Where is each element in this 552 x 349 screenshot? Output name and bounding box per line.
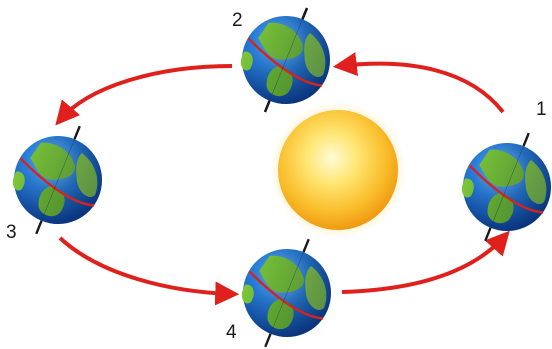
orbit-arrow-1-to-2 bbox=[332, 52, 505, 114]
sun bbox=[270, 102, 406, 238]
position-label-2: 2 bbox=[232, 10, 243, 31]
orbit-arrow-2-to-3 bbox=[55, 64, 233, 126]
orbit-arrow-3-to-4 bbox=[58, 236, 240, 306]
earth-position-2 bbox=[227, 1, 345, 119]
earth-position-3 bbox=[0, 121, 117, 239]
position-label-1: 1 bbox=[536, 99, 547, 120]
orbit-arrow-4-to-1 bbox=[341, 230, 510, 294]
position-label-3: 3 bbox=[6, 222, 17, 243]
earth-position-4 bbox=[228, 234, 346, 349]
position-label-4: 4 bbox=[226, 322, 237, 343]
earth-position-1 bbox=[448, 128, 552, 246]
